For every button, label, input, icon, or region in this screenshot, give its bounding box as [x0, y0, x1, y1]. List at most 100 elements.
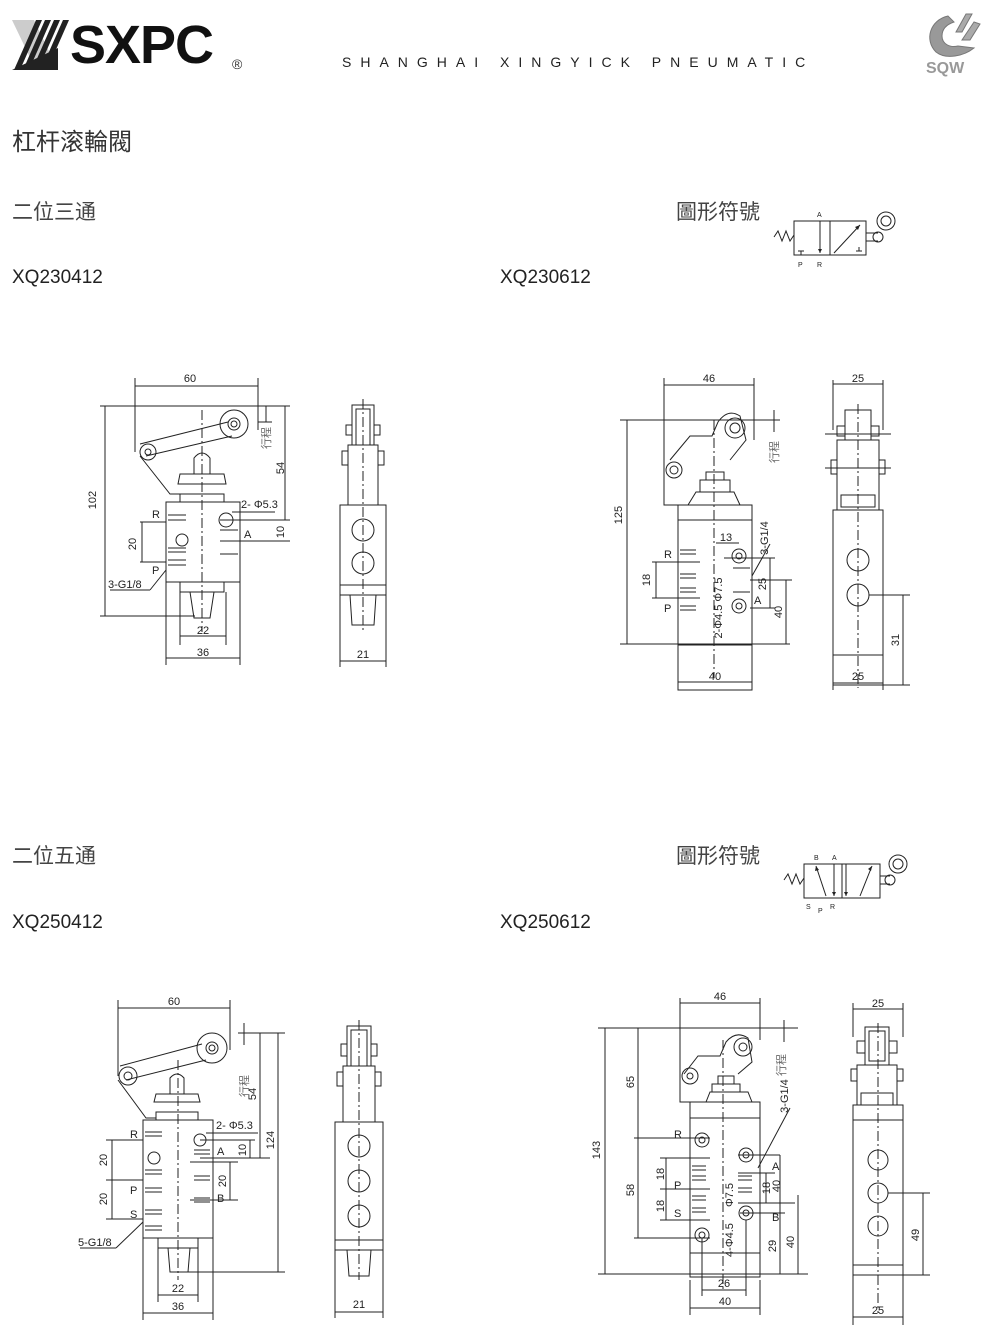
dim-60: 60	[168, 996, 180, 1008]
label-P: P	[130, 1185, 137, 1197]
brand-logo: SXPC ®	[12, 18, 252, 78]
symbol-label-3way: 圖形符號	[676, 201, 760, 224]
dim-58: 58	[625, 1184, 637, 1196]
label-P: P	[152, 565, 159, 577]
sqw-logo: SQW	[918, 10, 998, 86]
label-B: B	[217, 1193, 224, 1205]
label-ports: 3-G1/8	[108, 579, 142, 591]
dim-20: 20	[127, 538, 139, 550]
label-S: S	[130, 1209, 137, 1221]
label-A: A	[772, 1161, 780, 1173]
drawing-XQ230612-front: 46 125 行程 13 18 25 40 40 3-G1/4 2-Φ4.5 Φ…	[613, 373, 792, 691]
section-heading-5way: 二位五通	[12, 845, 96, 868]
port-P: P	[818, 908, 823, 915]
dim-54: 54	[247, 1088, 259, 1100]
spring-icon	[773, 229, 795, 243]
dim-60: 60	[184, 373, 196, 385]
label-A: A	[244, 529, 252, 541]
port-S: S	[806, 904, 811, 911]
sxpc-stripes-icon	[12, 20, 69, 70]
port-R: R	[817, 262, 822, 269]
spring-icon	[783, 872, 805, 886]
dim-65: 65	[625, 1076, 637, 1088]
dim-54: 54	[275, 462, 287, 474]
drawing-XQ250412-front: 60 行程 54 124 10 20 20 20 22 36 2- Φ5.3 5…	[78, 996, 285, 1320]
dim-26: 26	[718, 1278, 730, 1290]
port-A: A	[832, 855, 837, 862]
drawing-XQ250612-side: 25 49 25	[850, 998, 930, 1325]
port-R: R	[830, 904, 835, 911]
dim-25-top: 25	[852, 373, 864, 385]
label-P: P	[664, 603, 671, 615]
label-A: A	[217, 1146, 225, 1158]
label-holes: 2-Φ4.5 Φ7.5	[713, 578, 725, 639]
dim-21: 21	[353, 1299, 365, 1311]
dim-stroke: 行程	[775, 1054, 788, 1076]
dim-40: 40	[709, 671, 721, 683]
model-XQ230612: XQ230612	[500, 267, 591, 288]
dim-20-lower: 20	[98, 1193, 110, 1205]
dim-stroke: 行程	[260, 427, 273, 449]
dim-18-right: 18	[761, 1182, 773, 1194]
label-hole-large: Φ7.5	[724, 1183, 736, 1207]
dim-40-upper: 40	[771, 1180, 783, 1192]
label-S: S	[674, 1208, 681, 1220]
section-heading-3way: 二位三通	[12, 201, 96, 224]
dim-29: 29	[767, 1240, 779, 1252]
dim-49: 49	[910, 1229, 922, 1241]
label-ports: 3-G1/4	[759, 521, 771, 555]
dim-25-bottom: 25	[852, 671, 864, 683]
dim-18: 18	[641, 574, 653, 586]
drawing-XQ250412-side: 21	[334, 1020, 384, 1318]
label-hole-small: 4-Φ4.5	[724, 1223, 736, 1257]
roller-icon	[884, 874, 896, 886]
label-R: R	[664, 549, 672, 561]
dim-25-top: 25	[872, 998, 884, 1010]
dim-13: 13	[720, 532, 732, 544]
dim-25: 25	[757, 578, 769, 590]
dim-102: 102	[87, 491, 99, 509]
dim-25-bottom: 25	[872, 1305, 884, 1317]
port-A: A	[817, 212, 822, 219]
dim-46: 46	[714, 991, 726, 1003]
dim-10: 10	[237, 1144, 249, 1156]
dim-125: 125	[613, 506, 625, 524]
label-R: R	[674, 1129, 682, 1141]
label-A: A	[754, 595, 762, 607]
dim-40v: 40	[773, 606, 785, 618]
label-B: B	[772, 1212, 779, 1224]
port-P: P	[798, 262, 803, 269]
roller-icon	[872, 231, 884, 243]
model-XQ250412: XQ250412	[12, 912, 103, 933]
valve-symbol-3way: A P R	[773, 211, 896, 269]
dim-46: 46	[703, 373, 715, 385]
valve-symbol-5way: B A S P R	[783, 854, 908, 915]
dim-36: 36	[172, 1301, 184, 1313]
label-ports: 3-G1/4	[779, 1079, 791, 1113]
dim-stroke: 行程	[768, 441, 781, 463]
symbol-label-5way: 圖形符號	[676, 845, 760, 868]
label-holes: 2- Φ5.3	[216, 1120, 253, 1132]
sqw-swoosh-icon	[929, 13, 981, 57]
page-title: 杠杆滚輪閥	[12, 129, 132, 156]
dim-22: 22	[197, 625, 209, 637]
label-P: P	[674, 1180, 681, 1192]
registered-mark: ®	[232, 56, 243, 72]
dim-22: 22	[172, 1283, 184, 1295]
drawing-XQ230412-front: 60 102 54 10 20 22 36 行程 2- Φ5.3 3-G1/8 …	[87, 373, 290, 665]
dim-20-right: 20	[217, 1175, 229, 1187]
label-R: R	[130, 1129, 138, 1141]
model-XQ230412: XQ230412	[12, 267, 103, 288]
dim-40: 40	[719, 1296, 731, 1308]
sqw-text: SQW	[926, 60, 965, 77]
dim-36: 36	[197, 647, 209, 659]
model-XQ250612: XQ250612	[500, 912, 591, 933]
drawing-XQ230412-side: 21	[339, 399, 387, 667]
dim-21: 21	[357, 649, 369, 661]
company-name: SHANGHAI XINGYICK PNEUMATIC	[342, 54, 815, 70]
drawing-XQ250612-front: 46 行程 143 65 58 18 18 18 40 40 29 26 40 …	[591, 991, 808, 1315]
label-ports: 5-G1/8	[78, 1237, 112, 1249]
label-holes: 2- Φ5.3	[241, 499, 278, 511]
dim-18-lower: 18	[655, 1200, 667, 1212]
dim-31: 31	[890, 634, 902, 646]
